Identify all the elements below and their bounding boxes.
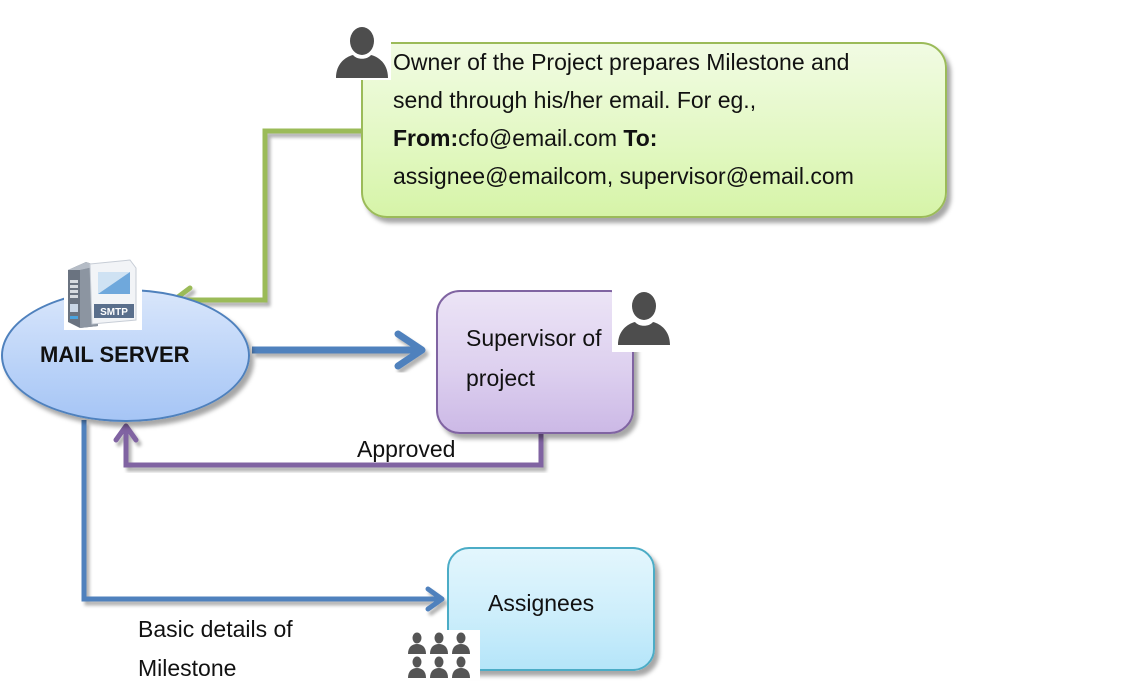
supervisor-line-1: Supervisor of: [466, 325, 602, 351]
owner-node: [361, 42, 947, 218]
from-value: cfo@email.com: [458, 125, 618, 151]
basic-details-line-1: Basic details of: [138, 616, 293, 642]
smtp-icon-text: SMTP: [100, 307, 128, 318]
owner-description: Owner of the Project prepares Milestone …: [393, 43, 953, 195]
edge-mail-server-to-supervisor: [252, 330, 426, 370]
to-label: To:: [623, 125, 658, 151]
owner-line-2: send through his/her email. For eg.,: [393, 87, 757, 113]
supervisor-person-icon: [612, 290, 672, 352]
supervisor-node: [436, 290, 634, 434]
mail-server-label: MAIL SERVER: [40, 342, 190, 367]
owner-line-3: From:cfo@email.com To:: [393, 119, 953, 157]
from-label: From:: [393, 125, 459, 151]
owner-person-icon: [333, 24, 391, 80]
owner-line-1: Owner of the Project prepares Milestone …: [393, 49, 850, 75]
group-icon: [398, 630, 480, 680]
owner-line-4: assignee@emailcom, supervisor@email.com: [393, 163, 854, 189]
supervisor-line-2: project: [466, 365, 536, 391]
assignees-node: [447, 547, 655, 671]
edge-supervisor-to-mail-server: [113, 423, 544, 468]
smtp-server-icon: SMTP: [64, 258, 142, 330]
edge-mail-server-to-assignees: [81, 420, 445, 612]
approved-edge-label: Approved: [357, 436, 456, 462]
basic-details-edge-label: Basic details of Milestone: [138, 610, 293, 688]
basic-details-line-2: Milestone: [138, 655, 237, 681]
assignees-label: Assignees: [488, 590, 595, 616]
supervisor-label: Supervisor of project: [466, 318, 626, 398]
edge-owner-to-mail-server: [171, 128, 362, 315]
